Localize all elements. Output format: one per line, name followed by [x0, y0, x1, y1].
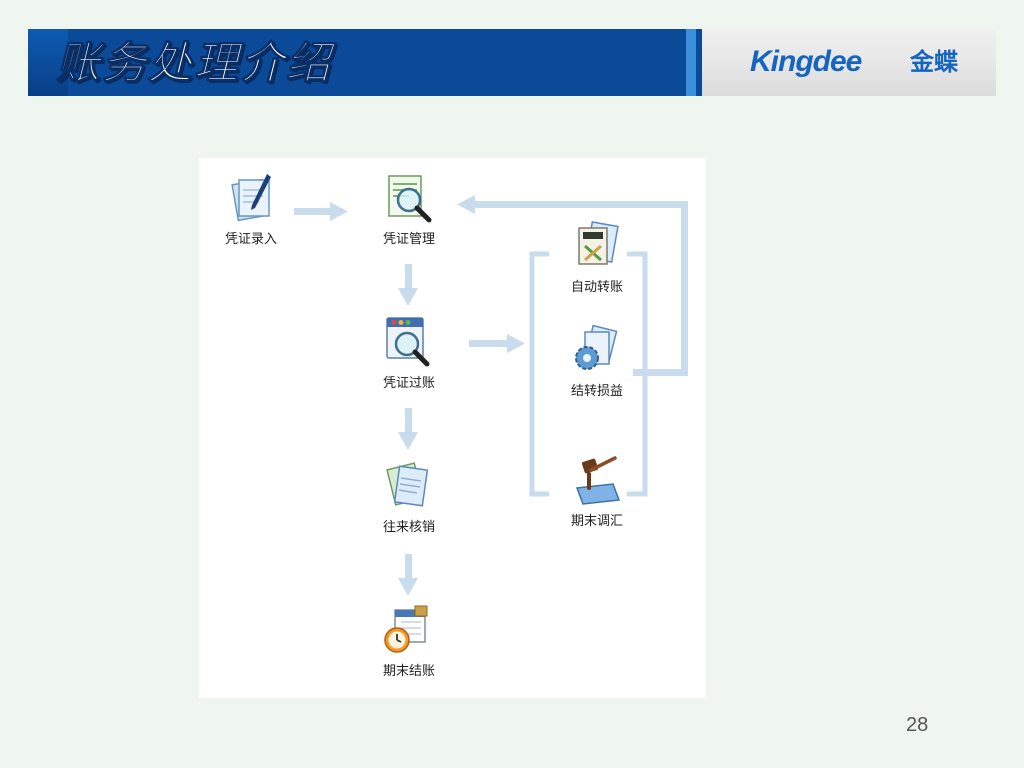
- arrow-writeoff-to-closing: [398, 554, 418, 596]
- node-label: 自动转账: [570, 280, 623, 295]
- group-bracket-left: [529, 251, 549, 497]
- arrow-posting-to-writeoff: [398, 408, 418, 450]
- node-voucher-management[interactable]: 凭证管理: [359, 172, 459, 247]
- process-diagram: 凭证录入 凭证管理 凭证过账: [199, 158, 706, 698]
- node-voucher-entry[interactable]: 凭证录入: [201, 172, 301, 247]
- brand-divider: [686, 29, 696, 96]
- diagram-connectors: [294, 195, 688, 596]
- node-period-end-closing[interactable]: 期末结账: [359, 604, 459, 679]
- node-label: 期末结账: [382, 664, 435, 679]
- page-number: 28: [906, 714, 929, 736]
- node-ar-ap-writeoff[interactable]: 往来核销: [359, 460, 459, 535]
- node-label: 凭证录入: [224, 232, 277, 247]
- node-label: 往来核销: [382, 520, 435, 535]
- node-label: 结转损益: [570, 384, 623, 399]
- magnifier-window-icon: [386, 317, 430, 367]
- node-label: 凭证过账: [382, 376, 435, 391]
- gavel-icon: [575, 456, 621, 505]
- node-pl-transfer[interactable]: 结转损益: [547, 324, 647, 399]
- calculator-transfer-icon: [578, 221, 619, 265]
- stacked-papers-icon: [386, 462, 429, 507]
- node-label: 期末调汇: [570, 514, 623, 529]
- node-label: 凭证管理: [382, 232, 435, 247]
- calendar-clock-icon: [384, 605, 428, 653]
- node-period-end-adjust[interactable]: 期末调汇: [547, 454, 647, 529]
- kingdee-logo-text: Kingdee: [750, 45, 862, 78]
- kingdee-logo-cn: 金蝶: [910, 48, 958, 76]
- gear-document-icon: [575, 324, 618, 370]
- arrow-entry-to-management: [294, 202, 348, 221]
- magnifier-document-icon: [388, 175, 432, 223]
- arrow-posting-to-group: [469, 334, 525, 353]
- node-voucher-posting[interactable]: 凭证过账: [359, 316, 459, 391]
- group-bracket-right: [627, 251, 648, 497]
- slide-title: 账务处理介绍: [56, 38, 332, 90]
- title-accent: [28, 29, 68, 96]
- arrow-management-to-posting: [398, 264, 418, 306]
- node-auto-transfer[interactable]: 自动转账: [547, 220, 647, 295]
- arrow-feedback-to-management: [457, 195, 688, 376]
- brand-logo-box: Kingdee 金蝶: [702, 29, 996, 96]
- pen-document-icon: [231, 174, 271, 222]
